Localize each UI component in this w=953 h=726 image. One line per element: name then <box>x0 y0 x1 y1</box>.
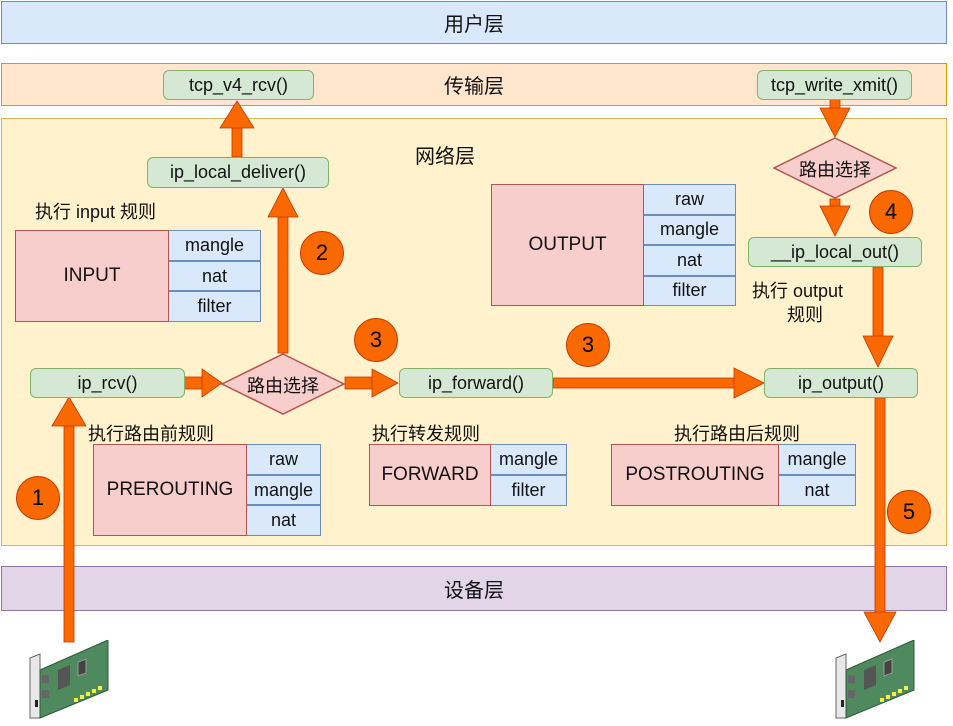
input-chain-name: INPUT <box>15 230 169 322</box>
forward-chain: FORWARD mangle filter <box>369 444 567 506</box>
input-table-nat: nat <box>169 260 261 292</box>
user-layer-label: 用户层 <box>444 14 504 36</box>
postrouting-chain: POSTROUTING mangle nat <box>611 444 856 506</box>
network-layer-label: 网络层 <box>415 146 475 168</box>
device-layer-label: 设备层 <box>444 580 504 602</box>
arrow-nic-to-iprcv <box>51 396 87 643</box>
postrouting-chain-name: POSTROUTING <box>611 444 779 506</box>
output-rules-label-line1: 执行 output <box>752 281 844 301</box>
prerouting-rules-label: 执行路由前规则 <box>88 424 214 444</box>
ip-forward-box: ip_forward() <box>399 368 553 398</box>
ip-local-out-box: __ip_local_out() <box>748 237 922 267</box>
diamond-shape <box>773 137 897 199</box>
arrow-deliver-to-tcp <box>219 100 255 158</box>
diamond-shape <box>221 353 345 415</box>
transport-layer-label: 传输层 <box>444 76 504 98</box>
postrouting-rules-label: 执行路由后规则 <box>674 424 800 444</box>
output-rules-label-line2: 规则 <box>787 305 823 325</box>
step-badge-5: 5 <box>887 490 931 534</box>
tcp-v4-rcv-box: tcp_v4_rcv() <box>163 70 314 100</box>
arrow-route-to-localout <box>819 198 851 237</box>
prerouting-table-nat: nat <box>247 505 321 537</box>
arrow-forward-to-output <box>552 367 765 399</box>
arrow-output-to-nic <box>863 397 897 643</box>
ip-local-deliver-box: ip_local_deliver() <box>147 157 329 188</box>
ip-rcv-box: ip_rcv() <box>30 368 185 398</box>
step-badge-3b: 3 <box>566 323 610 367</box>
arrow-iprcv-to-route <box>183 368 223 398</box>
step-badge-4: 4 <box>869 190 913 234</box>
arrow-xmit-to-route <box>819 98 851 138</box>
output-table-nat: nat <box>644 245 736 276</box>
prerouting-chain-name: PREROUTING <box>93 444 247 536</box>
input-chain: INPUT mangle nat filter <box>15 230 261 323</box>
tcp-write-xmit-box: tcp_write_xmit() <box>757 70 912 100</box>
routing-decision-outbound-label: 路由选择 <box>799 160 871 180</box>
routing-decision-inbound-label: 路由选择 <box>247 376 319 396</box>
device-layer: 设备层 <box>1 566 947 611</box>
forward-chain-name: FORWARD <box>369 444 491 506</box>
network-card-icon-outbound <box>834 639 918 721</box>
output-table-raw: raw <box>644 184 736 215</box>
output-table-filter: filter <box>644 275 736 306</box>
step-badge-2: 2 <box>300 231 344 275</box>
prerouting-table-raw: raw <box>247 444 321 475</box>
arrow-route-to-deliver <box>267 187 299 354</box>
user-layer: 用户层 <box>1 1 947 44</box>
postrouting-table-nat: nat <box>779 475 856 506</box>
input-table-mangle: mangle <box>169 230 261 261</box>
input-table-filter: filter <box>169 291 261 323</box>
input-rules-label: 执行 input 规则 <box>35 202 157 222</box>
routing-decision-inbound: 路由选择 <box>221 353 345 415</box>
prerouting-table-mangle: mangle <box>247 474 321 506</box>
ip-output-box: ip_output() <box>764 368 918 398</box>
step-badge-1: 1 <box>16 476 60 520</box>
prerouting-chain: PREROUTING raw mangle nat <box>93 444 321 537</box>
forward-rules-label: 执行转发规则 <box>372 424 480 444</box>
postrouting-table-mangle: mangle <box>779 444 856 475</box>
output-chain-name: OUTPUT <box>491 184 644 306</box>
arrow-route-to-forward <box>344 368 399 398</box>
routing-decision-outbound: 路由选择 <box>773 137 897 199</box>
forward-table-mangle: mangle <box>491 444 567 475</box>
output-table-mangle: mangle <box>644 214 736 245</box>
output-chain: OUTPUT raw mangle nat filter <box>491 184 736 306</box>
step-badge-3a: 3 <box>354 318 398 362</box>
forward-table-filter: filter <box>491 475 567 506</box>
arrow-localout-to-output <box>862 266 894 368</box>
network-card-icon-inbound <box>28 639 112 721</box>
